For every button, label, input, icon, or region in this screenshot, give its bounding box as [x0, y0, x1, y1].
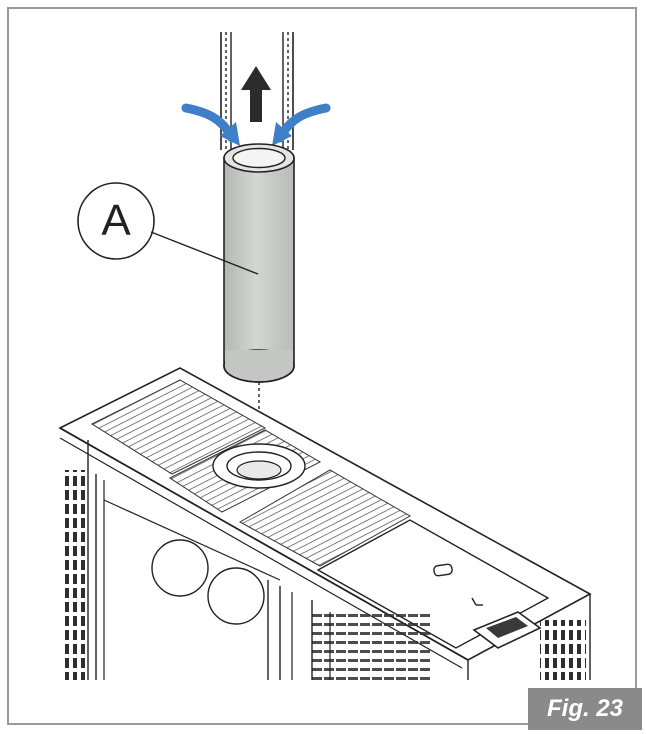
curved-arrow-icon-left — [181, 103, 240, 146]
stove-body — [58, 367, 592, 680]
curved-arrow-icon-right — [272, 103, 331, 146]
arrow-up-icon — [241, 66, 271, 122]
figure-caption: Fig. 23 — [528, 688, 642, 730]
callout-label-a: A — [101, 196, 131, 245]
pipe-a — [223, 143, 295, 383]
callout-a — [77, 182, 259, 275]
